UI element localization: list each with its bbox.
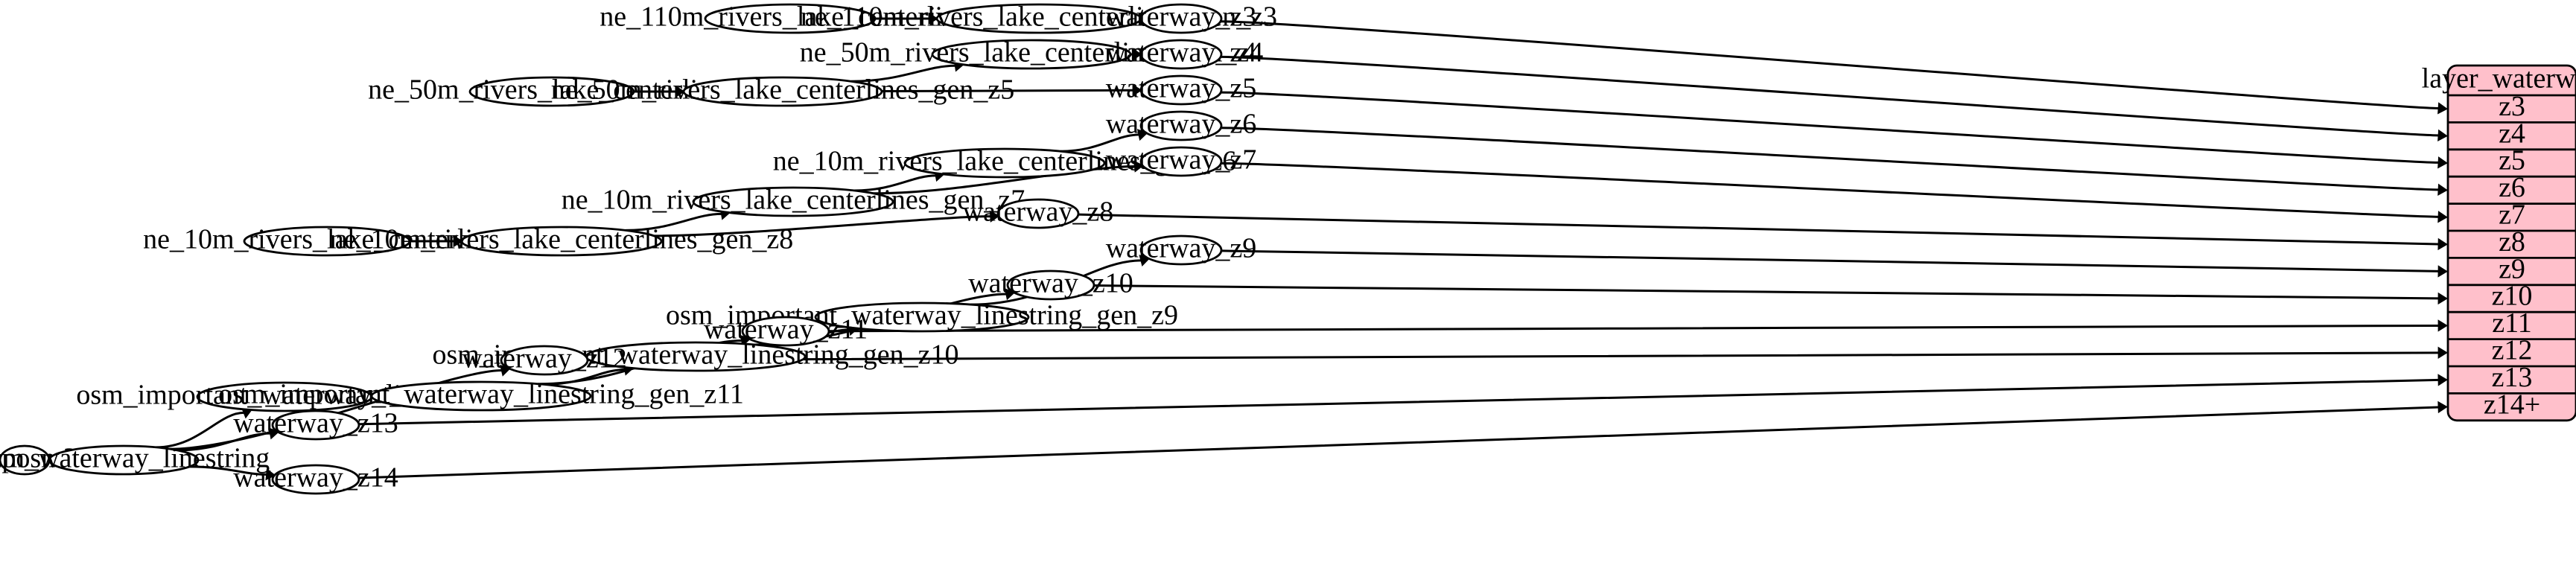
node-shape bbox=[741, 316, 830, 347]
node-shape bbox=[271, 464, 360, 495]
edge-waterway_z5--record_z5 bbox=[1221, 91, 2439, 164]
node-waterway_z8[interactable]: waterway_z8 bbox=[963, 197, 1114, 229]
node-shape bbox=[996, 198, 1080, 229]
node-ne_10m_rivers_lake_centerlines_gen_z7[interactable]: ne_10m_rivers_lake_centerlines_gen_z7 bbox=[562, 185, 1025, 217]
edge-waterway_z4--record_z4 bbox=[1221, 55, 2439, 137]
edge-ne_50m_rivers_lake_centerlines_gen_z5--waterway_z5 bbox=[881, 89, 1133, 92]
edge-ne_50m_rivers_lake_centerlines_gen_z5--ne_50m_rivers_lake_centerlines_gen_z4 bbox=[850, 64, 955, 83]
arrowhead-icon bbox=[2437, 183, 2448, 196]
node-shape bbox=[814, 301, 1030, 333]
node-shape bbox=[1139, 146, 1223, 177]
arrowhead-icon bbox=[1133, 160, 1145, 173]
edge-waterway_z11--record_z11 bbox=[828, 324, 2439, 333]
edge-ne_10m_rivers_lake_centerlines_gen_z8--waterway_z8 bbox=[654, 215, 991, 237]
node-shape bbox=[1139, 234, 1223, 266]
edge-osm_waterway_linestring--osm_important_waterway_linestring bbox=[156, 411, 244, 449]
edge-ne_10m_rivers_lake_centerlines_gen_z8--ne_10m_rivers_lake_centerlines_gen_z7 bbox=[625, 212, 722, 232]
node-shape bbox=[500, 345, 589, 376]
edge-osm_waterway_linestring--waterway_z14 bbox=[189, 465, 267, 476]
arrowhead-icon bbox=[2437, 319, 2448, 332]
arrowhead-icon bbox=[268, 427, 280, 440]
edge-osm_waterway_linestring--waterway_z13 bbox=[177, 432, 271, 452]
edge-waterway_z14--record_z14plus bbox=[358, 406, 2439, 479]
node-waterway_z9[interactable]: waterway_z9 bbox=[1106, 233, 1257, 266]
edge-waterway_z9--record_z9 bbox=[1221, 249, 2439, 272]
node-shape bbox=[48, 444, 200, 476]
node-shape bbox=[1139, 110, 1223, 141]
node-shape bbox=[370, 380, 592, 412]
arrowhead-icon bbox=[2437, 102, 2448, 115]
arrowhead-icon bbox=[675, 85, 685, 98]
edge-waterway_z3--record_z3 bbox=[1220, 20, 2439, 109]
node-shape bbox=[692, 186, 894, 217]
arrowhead-icon bbox=[2437, 265, 2448, 278]
edge-waterway_z7--record_z7 bbox=[1221, 162, 2439, 218]
edge-waterway_z13--record_z13 bbox=[358, 378, 2439, 426]
node-shape bbox=[585, 341, 807, 372]
arrowhead-icon bbox=[2437, 237, 2448, 251]
arrowhead-icon bbox=[2437, 211, 2448, 223]
node-shape bbox=[196, 381, 373, 412]
arrowhead-icon bbox=[2437, 346, 2448, 360]
record-layer: layer_waterwayz3z4z5z6z7z8z9z10z11z12z13… bbox=[2422, 63, 2576, 422]
arrowhead-icon bbox=[1132, 84, 1142, 97]
node-shape bbox=[468, 76, 635, 107]
node-shape bbox=[903, 147, 1106, 179]
node-shape bbox=[1139, 3, 1223, 34]
edge-ne_10m_rivers_lake_centerlines_gen_z7--waterway_z7 bbox=[874, 165, 1135, 195]
arrowhead-icon bbox=[1132, 48, 1142, 61]
arrowhead-icon bbox=[989, 210, 1000, 223]
node-shape bbox=[935, 3, 1142, 34]
arrowhead-icon bbox=[2437, 292, 2448, 305]
node-osm_important_waterway_linestring_gen_z9[interactable]: osm_important_waterway_linestring_gen_z9 bbox=[666, 300, 1178, 333]
node-shape bbox=[1139, 39, 1223, 70]
arrowhead-icon bbox=[2437, 129, 2448, 142]
node-shape bbox=[1139, 74, 1223, 106]
node-shape bbox=[460, 226, 663, 257]
node-shape bbox=[682, 76, 883, 107]
edge-osm_waterway_linestring--waterway_z12 bbox=[170, 369, 502, 450]
node-shape bbox=[271, 409, 360, 441]
arrowhead-icon bbox=[2437, 156, 2448, 169]
arrowhead-icon bbox=[265, 468, 276, 481]
node-layer: imposm3osm_waterway_linestringosm_import… bbox=[0, 1, 1277, 495]
arrowhead-icon bbox=[2437, 401, 2448, 414]
edge-ne_10m_rivers_lake_centerlines_gen_z6--waterway_z6 bbox=[1060, 133, 1139, 153]
edge-ne_10m_rivers_lake_centerlines_gen_z7--ne_10m_rivers_lake_centerlines_gen_z6 bbox=[854, 174, 936, 192]
node-shape bbox=[1006, 269, 1095, 301]
edge-layer bbox=[156, 12, 2448, 481]
arrowhead-icon bbox=[928, 12, 938, 25]
layer-waterway-record[interactable] bbox=[2446, 64, 2576, 422]
edge-waterway_z8--record_z8 bbox=[1078, 213, 2439, 246]
edge-waterway_z6--record_z6 bbox=[1221, 127, 2439, 191]
node-waterway_z5[interactable]: waterway_z5 bbox=[1106, 73, 1257, 106]
edge-waterway_z10--record_z10 bbox=[1093, 284, 2439, 300]
node-shape bbox=[704, 3, 877, 34]
node-ne_110m_rivers_lake_centerlines[interactable]: ne_110m_rivers_lake_centerlines bbox=[600, 1, 981, 34]
edge-waterway_z12--record_z12 bbox=[587, 351, 2439, 362]
node-shape bbox=[243, 226, 411, 257]
node-shape bbox=[0, 444, 51, 476]
node-waterway_z7[interactable]: waterway_z7 bbox=[1106, 144, 1257, 177]
arrowhead-icon bbox=[2437, 374, 2448, 386]
arrowhead-icon bbox=[453, 234, 463, 248]
node-shape bbox=[931, 39, 1132, 70]
